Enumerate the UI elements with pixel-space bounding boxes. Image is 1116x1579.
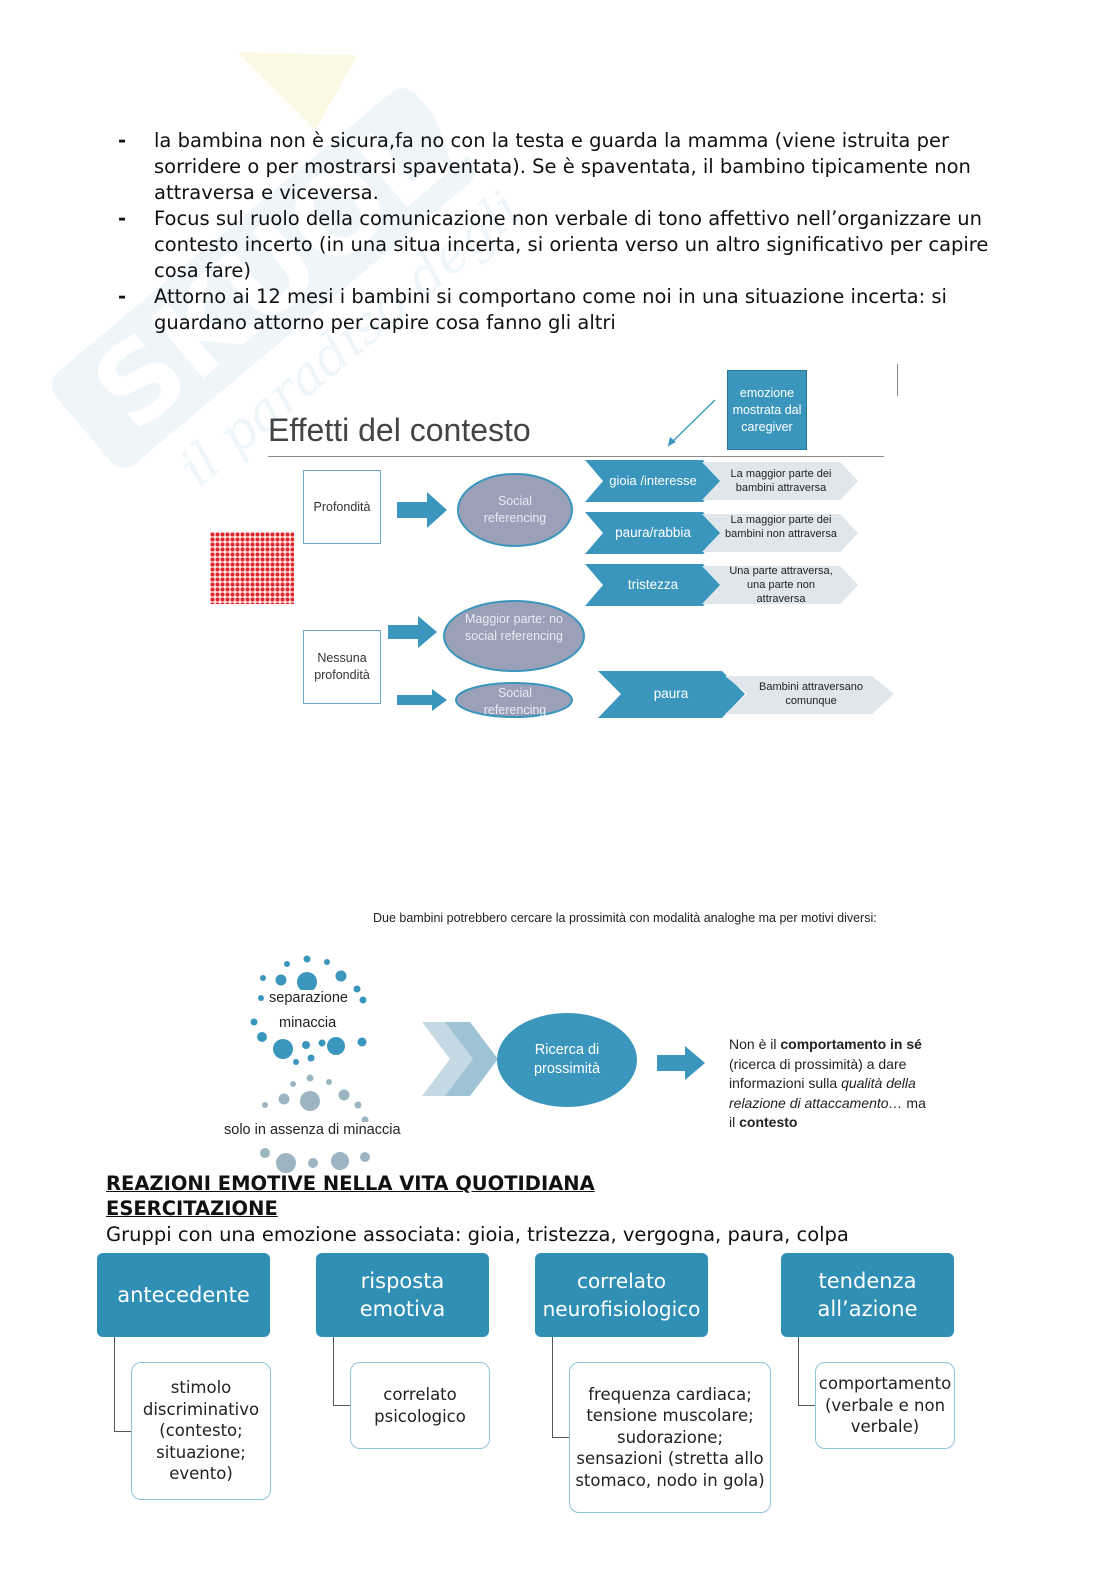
dot-clusters: [215, 945, 415, 1175]
label-minaccia: minaccia: [279, 1015, 336, 1031]
sub-tendenza-azione: comportamento (verbale e non verbale): [815, 1362, 955, 1449]
head-risposta-emotiva: risposta emotiva: [316, 1253, 489, 1337]
diagram2-conclusion: Non è il comportamento in sé (ricerca di…: [729, 1035, 929, 1133]
section-intro: Gruppi con una emozione associata: gioia…: [106, 1223, 849, 1246]
outcome-label: La maggior parte dei bambini non attrave…: [722, 513, 840, 541]
diagram-effetti-contesto: Effetti del contesto emozione mostrata d…: [200, 360, 920, 730]
bullet-list: -la bambina non è sicura,fa no con la te…: [118, 128, 1018, 336]
outcome-label: Una parte attraversa, una parte non attr…: [722, 564, 840, 606]
connector: [798, 1337, 816, 1406]
emotion-label: gioia /interesse: [600, 473, 706, 488]
arrow-right-icon: [655, 1043, 709, 1083]
head-tendenza-azione: tendenza all’azione: [781, 1253, 954, 1337]
outcome-label: Bambini attraversano comunque: [746, 680, 876, 708]
emotion-label: paura/rabbia: [600, 525, 706, 540]
maggior-parte-label: Maggior parte: no social referencing: [452, 611, 576, 645]
sub-correlato-neuro: frequenza cardiaca; tensione muscolare; …: [569, 1362, 771, 1513]
social-referencing-label: Social referencing: [470, 493, 560, 527]
bullet-item: -la bambina non è sicura,fa no con la te…: [118, 128, 1018, 206]
social-referencing-label-2: Social referencing: [470, 685, 560, 717]
emotion-label: paura: [616, 686, 726, 701]
section-subheading: ESERCITAZIONE: [106, 1197, 278, 1220]
bullet-item: -Attorno ai 12 mesi i bambini si comport…: [118, 284, 1018, 336]
arrow-right-icon: [397, 492, 447, 528]
head-antecedente: antecedente: [97, 1253, 270, 1337]
head-correlato-neuro: correlato neurofisiologico: [535, 1253, 708, 1337]
diagram1-shapes: [200, 360, 920, 730]
arrow-right-icon: [388, 616, 437, 648]
chevrons-double-right-icon: [420, 1020, 500, 1100]
bullet-item: -Focus sul ruolo della comunicazione non…: [118, 206, 1018, 284]
connector: [333, 1337, 351, 1406]
label-assenza-minaccia: solo in assenza di minaccia: [224, 1122, 401, 1138]
connector: [114, 1337, 132, 1432]
connector: [552, 1337, 570, 1438]
sub-antecedente: stimolo discriminativo (contesto; situaz…: [131, 1362, 271, 1500]
outcome-label: La maggior parte dei bambini attraversa: [722, 467, 840, 495]
emotion-label: tristezza: [600, 577, 706, 592]
diagram2-caption: Due bambini potrebbero cercare la prossi…: [373, 909, 903, 927]
section-heading: REAZIONI EMOTIVE NELLA VITA QUOTIDIANA: [106, 1172, 595, 1195]
diagram-prossimita: Due bambini potrebbero cercare la prossi…: [215, 905, 935, 1175]
arrow-right-icon: [397, 689, 447, 711]
label-separazione: separazione: [269, 990, 348, 1006]
sub-risposta-emotiva: correlato psicologico: [350, 1362, 490, 1449]
ricerca-prossimita-oval: Ricerca di prossimità: [497, 1013, 637, 1107]
